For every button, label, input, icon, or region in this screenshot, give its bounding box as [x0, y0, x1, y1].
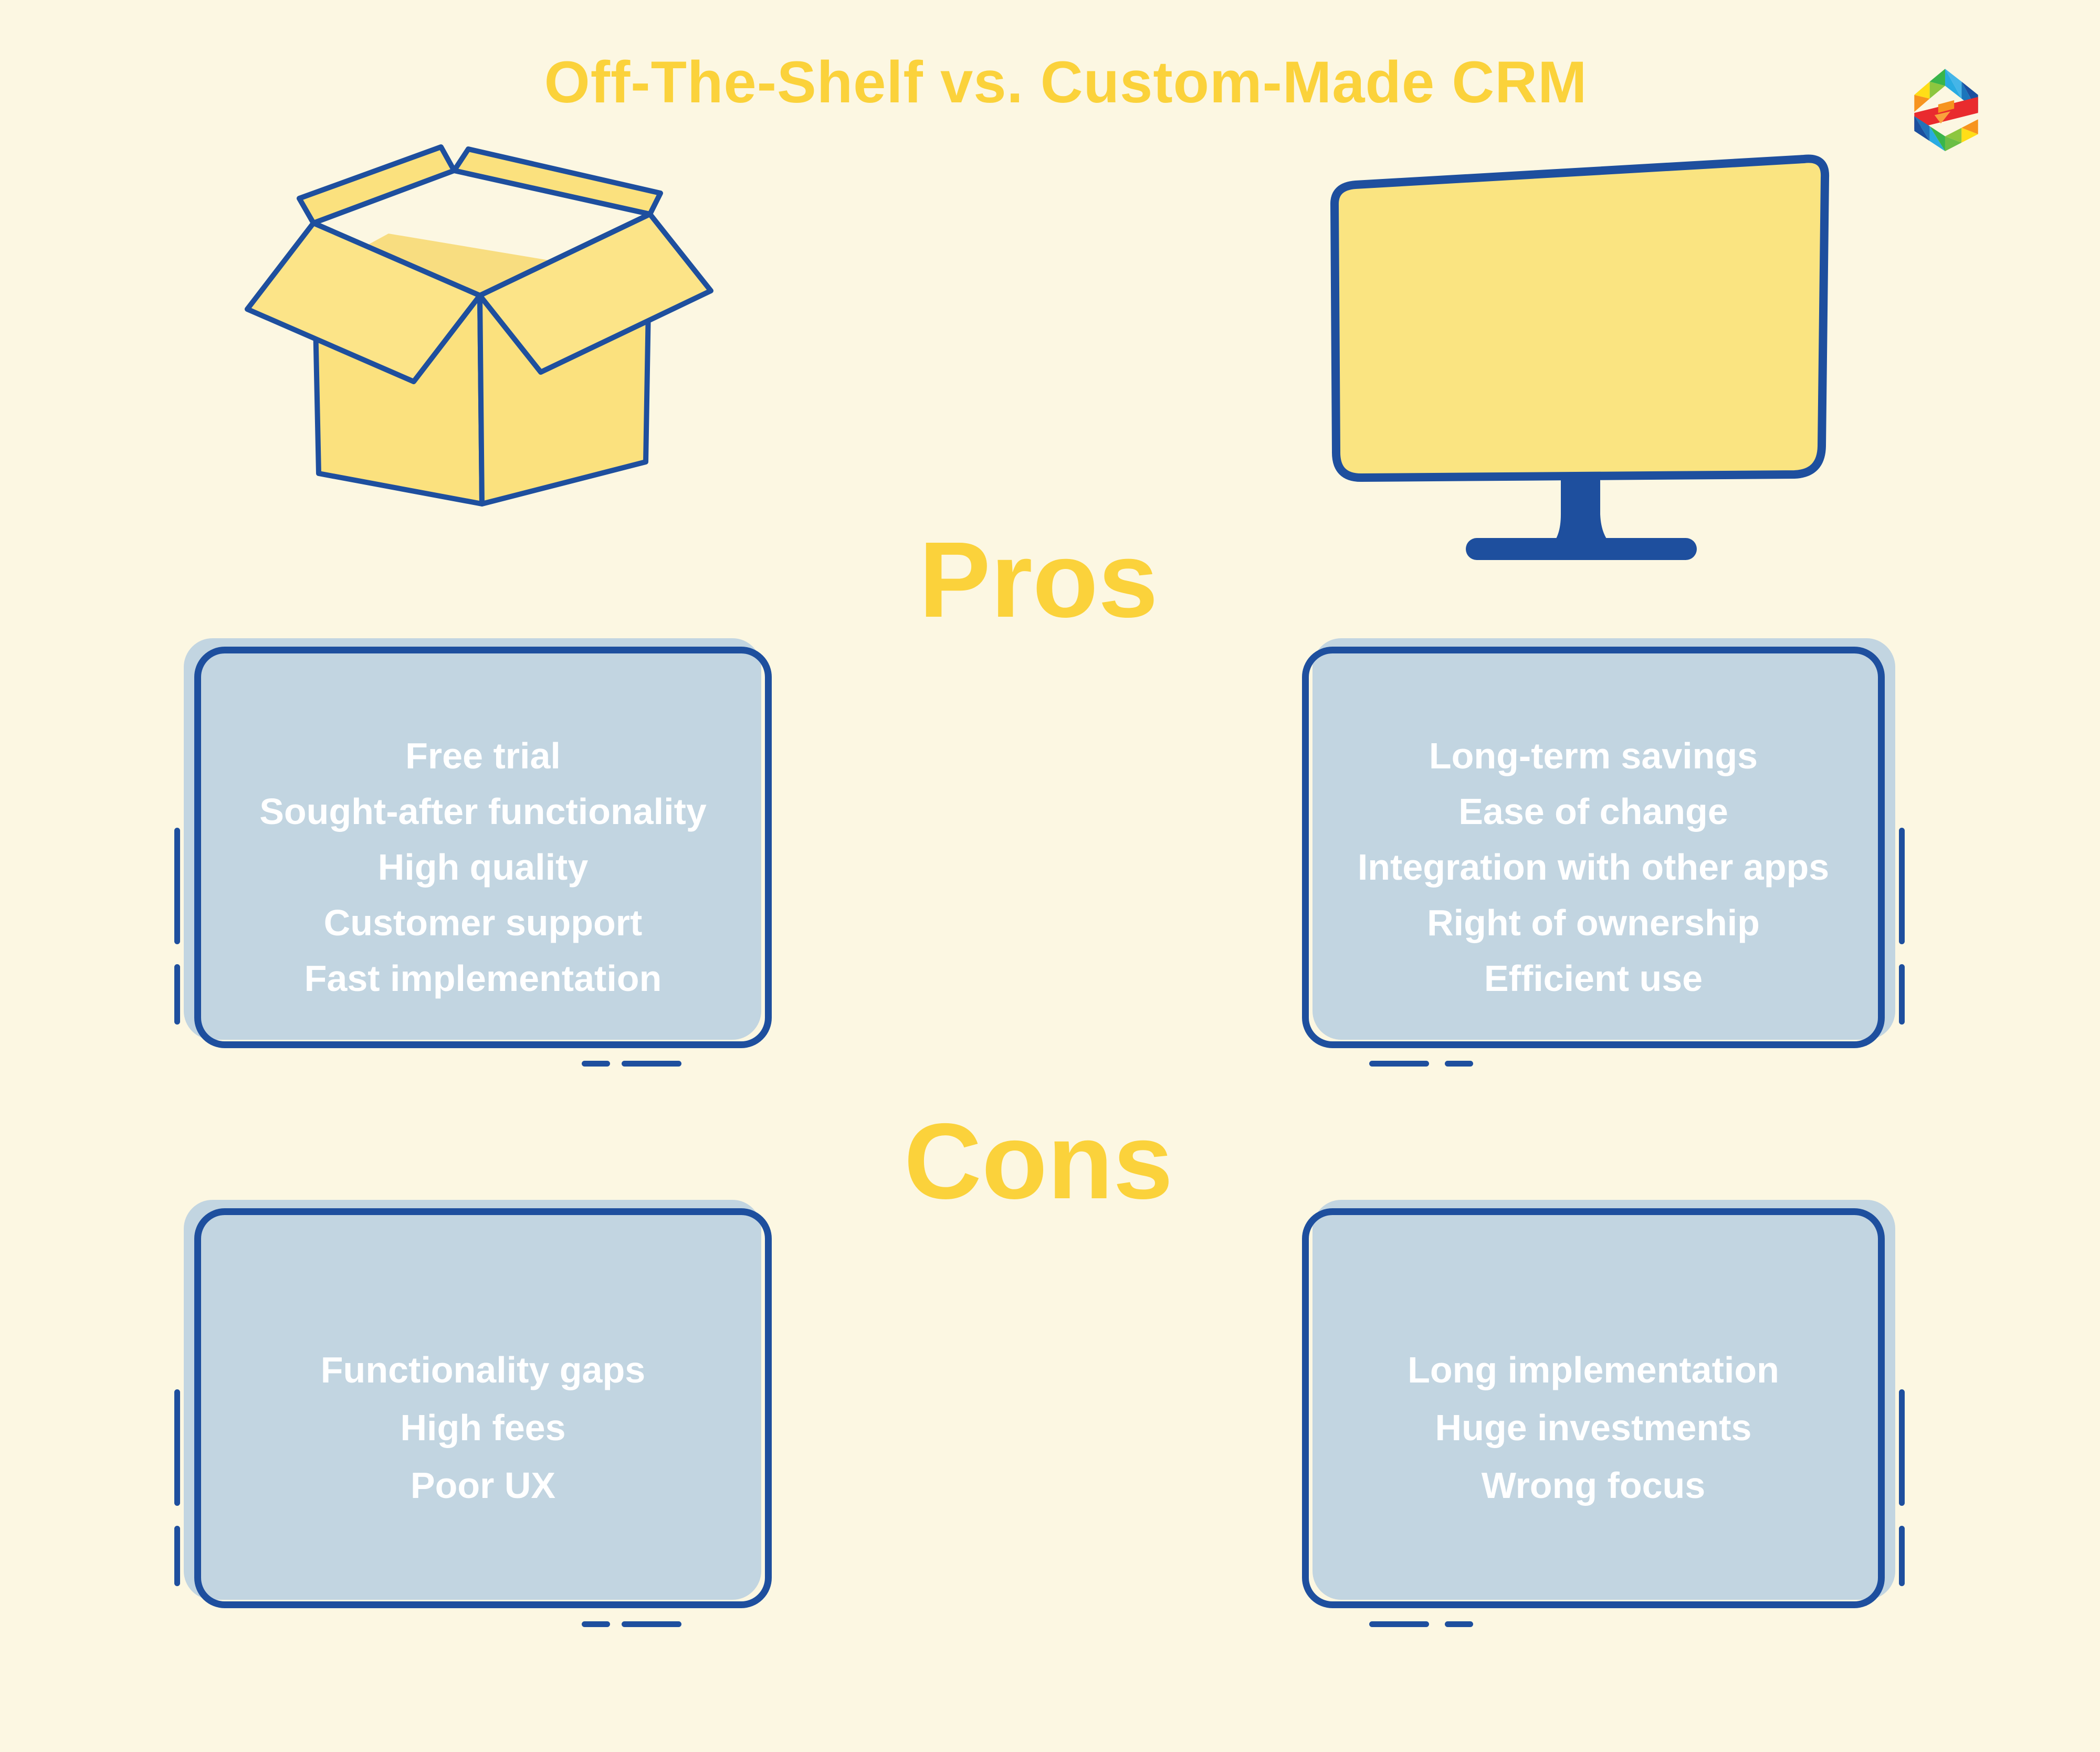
pros-item: Sought-after functionality: [259, 790, 707, 832]
decorative-dash: [1445, 1061, 1473, 1067]
decorative-dash: [582, 1061, 610, 1067]
off-the-shelf-pros-card: Free trial Sought-after functionality Hi…: [184, 638, 772, 1048]
off-the-shelf-pros-list: Free trial Sought-after functionality Hi…: [194, 647, 772, 1048]
pros-item: Ease of change: [1458, 790, 1728, 832]
monitor-screen: [1330, 154, 1830, 482]
pros-item: Efficient use: [1484, 957, 1703, 999]
cons-item: Poor UX: [410, 1465, 556, 1506]
pros-item: Right of ownership: [1427, 902, 1760, 943]
cons-item: Long implementation: [1408, 1349, 1779, 1390]
logo-top-band: [1914, 69, 1978, 112]
pros-item: High quality: [377, 846, 589, 888]
decorative-dash: [174, 964, 180, 1025]
computer-monitor-icon: [1328, 147, 1832, 567]
custom-made-cons-card: Long implementation Huge investments Wro…: [1302, 1200, 1895, 1608]
decorative-dash: [174, 828, 180, 944]
cons-item: High fees: [400, 1407, 566, 1448]
pros-item: Customer support: [323, 902, 643, 943]
s-logo-icon: [1914, 69, 1978, 151]
page-title: Off-The-Shelf vs. Custom-Made CRM: [544, 49, 1588, 115]
pros-item: Long-term savings: [1429, 735, 1758, 776]
decorative-dash: [1899, 1526, 1905, 1586]
card-shadow-fill: [1312, 638, 1895, 1040]
decorative-dash: [1369, 1621, 1429, 1627]
card-border: [1302, 647, 1885, 1048]
pros-item: Integration with other apps: [1357, 846, 1830, 888]
brand-logo: [1914, 62, 1979, 151]
pros-item: Fast implementation: [304, 957, 662, 999]
decorative-dash: [1899, 1389, 1905, 1506]
card-border: [194, 1208, 772, 1608]
decorative-dash: [622, 1621, 681, 1627]
off-the-shelf-cons-card: Functionality gaps High fees Poor UX: [184, 1200, 772, 1608]
monitor-svg: [1330, 154, 1830, 560]
card-shadow-fill: [184, 638, 761, 1040]
logo-bottom-band: [1914, 116, 1978, 151]
custom-made-pros-list: Long-term savings Ease of change Integra…: [1302, 647, 1885, 1048]
decorative-dash: [1899, 964, 1905, 1025]
decorative-dash: [622, 1061, 681, 1067]
decorative-dash: [174, 1389, 180, 1506]
card-border: [194, 647, 772, 1048]
decorative-dash: [174, 1526, 180, 1586]
cons-heading: Cons: [904, 1101, 1173, 1221]
logo-middle-band: [1914, 97, 1978, 129]
pros-item: Free trial: [405, 735, 561, 776]
decorative-dash: [1369, 1061, 1429, 1067]
card-border: [1302, 1208, 1885, 1608]
decorative-dash: [1445, 1621, 1473, 1627]
card-shadow-fill: [184, 1200, 761, 1600]
decorative-dash: [1899, 828, 1905, 944]
pros-heading: Pros: [919, 520, 1158, 640]
custom-made-pros-card: Long-term savings Ease of change Integra…: [1302, 638, 1895, 1048]
monitor-stand: [1466, 472, 1697, 560]
box-front-flaps: [245, 212, 713, 384]
cons-item: Wrong focus: [1481, 1465, 1706, 1506]
open-box-icon: [210, 131, 735, 562]
custom-made-cons-list: Long implementation Huge investments Wro…: [1302, 1208, 1885, 1608]
off-the-shelf-cons-list: Functionality gaps High fees Poor UX: [194, 1208, 772, 1608]
cons-item: Functionality gaps: [320, 1349, 646, 1390]
decorative-dash: [582, 1621, 610, 1627]
cons-item: Huge investments: [1435, 1407, 1752, 1448]
open-box-svg: [245, 144, 713, 506]
card-shadow-fill: [1312, 1200, 1895, 1600]
